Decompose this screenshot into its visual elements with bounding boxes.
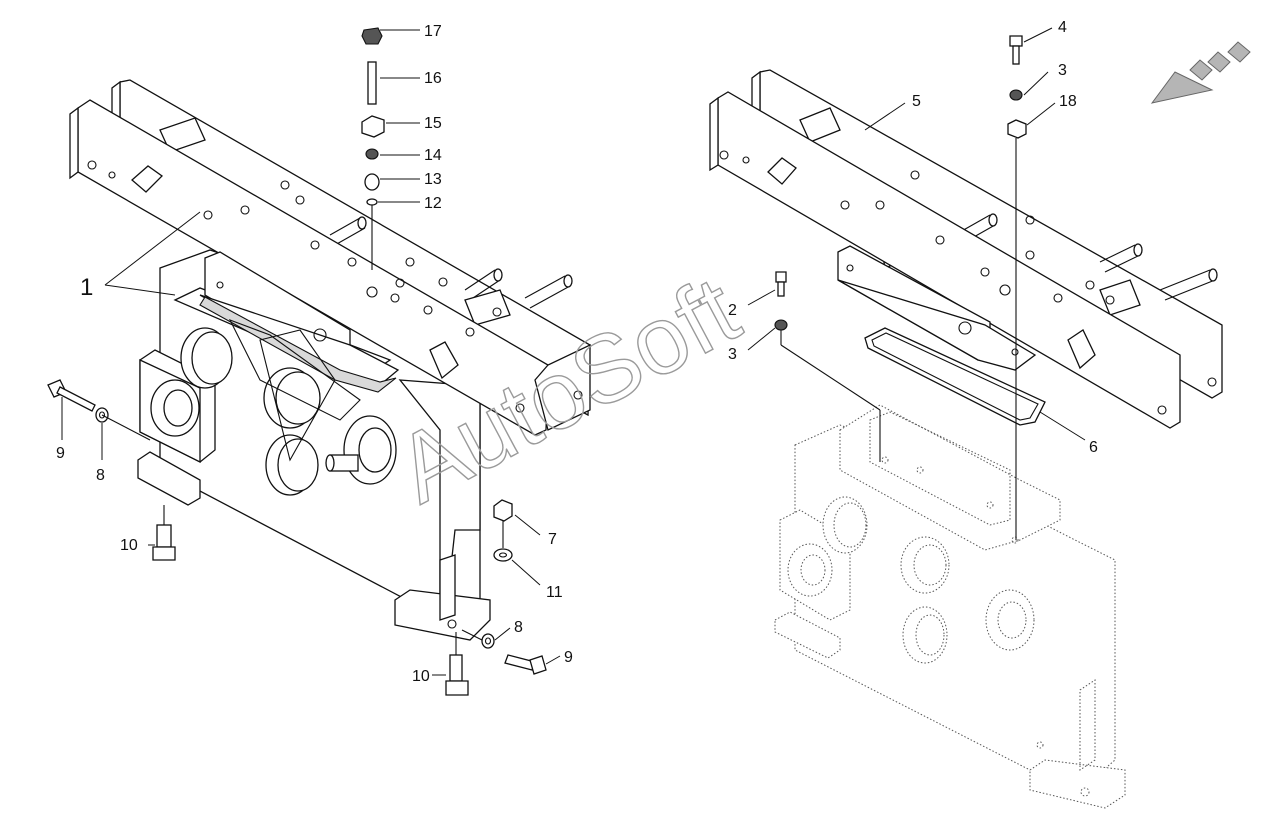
right-front-frame-bar xyxy=(709,91,1217,429)
callout-18: 18 xyxy=(1059,93,1077,110)
callout-6: 6 xyxy=(1089,439,1098,456)
callout-4: 4 xyxy=(1058,19,1067,36)
left-fasteners xyxy=(47,379,547,696)
right-leader-lines xyxy=(747,27,1086,441)
left-feet xyxy=(137,451,491,641)
callout-10-left: 10 xyxy=(120,537,138,554)
callout-7: 7 xyxy=(548,531,557,548)
left-top-plate xyxy=(199,251,400,393)
callout-9-right: 9 xyxy=(564,649,573,666)
right-ghost-gearbox xyxy=(774,404,1126,809)
right-fasteners xyxy=(774,35,1027,540)
left-bolt-stack xyxy=(361,27,385,270)
callout-17: 17 xyxy=(424,23,442,40)
left-leader-lines xyxy=(61,29,561,676)
callout-10-right: 10 xyxy=(412,668,430,685)
callout-1: 1 xyxy=(80,274,93,301)
callout-14: 14 xyxy=(424,147,442,164)
callout-labels: 1 17 16 15 14 13 12 9 8 10 7 11 8 9 10 4… xyxy=(56,19,1098,685)
right-assembly xyxy=(709,27,1251,809)
callout-8-left: 8 xyxy=(96,467,105,484)
callout-3-left: 3 xyxy=(728,346,737,363)
callout-9-left: 9 xyxy=(56,445,65,462)
direction-arrow-icon xyxy=(1150,41,1251,104)
callout-5: 5 xyxy=(912,93,921,110)
callout-11: 11 xyxy=(546,584,563,601)
callout-13: 13 xyxy=(424,171,442,188)
left-brackets xyxy=(159,117,511,326)
callout-12: 12 xyxy=(424,195,442,212)
right-top-plate xyxy=(837,245,1037,371)
left-bearings xyxy=(180,318,397,496)
callout-16: 16 xyxy=(424,70,442,87)
left-front-frame-bar xyxy=(69,99,591,436)
callout-3-top: 3 xyxy=(1058,62,1067,79)
left-assembly xyxy=(47,27,591,696)
callout-8-right: 8 xyxy=(514,619,523,636)
callout-15: 15 xyxy=(424,115,442,132)
left-shafts xyxy=(329,216,573,309)
callout-2: 2 xyxy=(728,302,737,319)
gasket xyxy=(864,327,1046,426)
